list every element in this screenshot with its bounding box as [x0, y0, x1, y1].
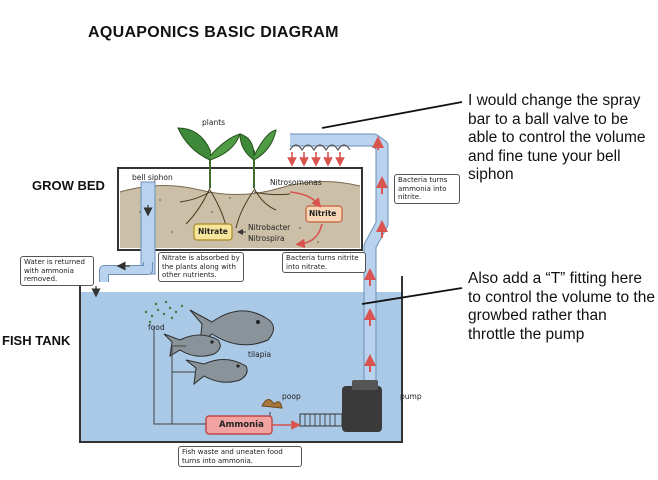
spray-bar-note: I would change the spray bar to a ball v… — [468, 92, 646, 183]
t-fitting-pointer — [361, 287, 463, 305]
spray-bar — [287, 144, 351, 167]
nitrate-absorbed-callout: Nitrate is absorbed by the plants along … — [158, 252, 244, 282]
fish-waste-callout: Fish waste and uneaten food turns into a… — [178, 446, 302, 467]
plants-label: plants — [202, 118, 226, 127]
nitrite-label: Nitrite — [309, 209, 337, 218]
water-returned-callout: Water is returned with ammonia removed. — [20, 256, 94, 286]
poop-icon — [261, 399, 283, 409]
bell-siphon-label: bell siphon — [132, 173, 173, 182]
nitrosomonas-label: Nitrosomonas — [270, 178, 322, 187]
tilapia-label: tilapia — [248, 350, 272, 359]
nitrate-box — [193, 223, 233, 241]
t-fitting-note: Also add a “T” fitting here to control t… — [468, 270, 655, 343]
page-title: AQUAPONICS BASIC DIAGRAM — [88, 24, 339, 41]
tilapia-fish — [163, 309, 274, 386]
pump-label: pump — [400, 392, 422, 401]
pump — [299, 380, 382, 432]
fish-tank-outline — [79, 276, 403, 443]
bacteria-nitrate-callout: Bacteria turns nitrite into nitrate. — [282, 252, 366, 273]
ammonia-label: Ammonia — [219, 420, 264, 430]
nitrate-label: Nitrate — [198, 227, 228, 236]
nitrite-box — [305, 205, 343, 223]
grow-bed-label: GROW BED — [32, 178, 105, 193]
bacteria-ammonia-callout: Bacteria turns ammonia into nitrite. — [394, 174, 460, 204]
poop-label: poop — [282, 392, 301, 401]
spray-bar-pointer — [321, 101, 463, 129]
food-particles — [144, 300, 184, 324]
food-label: food — [148, 323, 165, 332]
nitrobacter-label: Nitrobacter — [248, 223, 291, 232]
fish-tank-label: FISH TANK — [2, 333, 71, 348]
plants — [177, 127, 291, 229]
nitrospira-label: Nitrospira — [248, 234, 285, 243]
bell-siphon-pipe — [140, 181, 156, 275]
